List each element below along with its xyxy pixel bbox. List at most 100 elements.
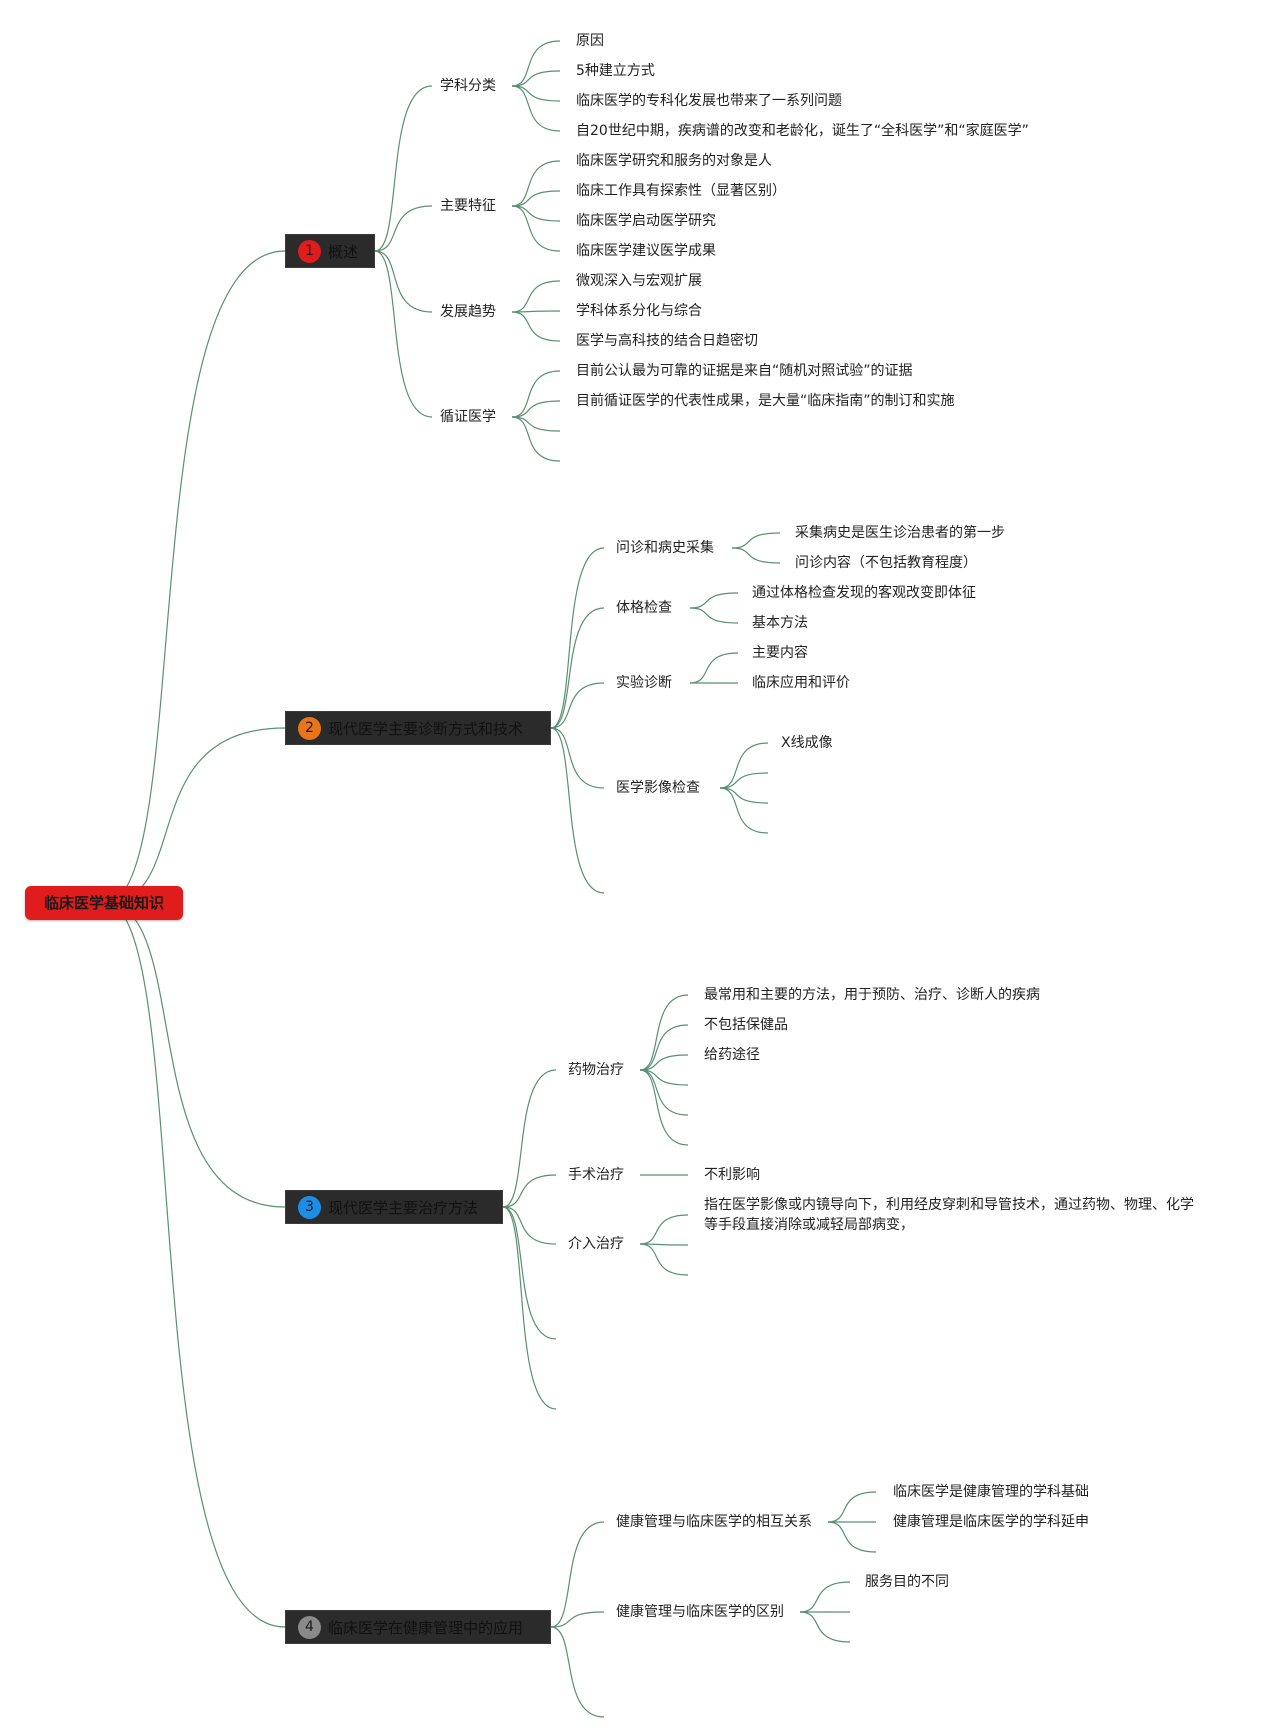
leaf-node[interactable]: 目前公认最为可靠的证据是来自“随机对照试验”的证据 [576,363,913,379]
connector-line [827,1521,877,1553]
connector-line [550,607,605,729]
connector-line [511,70,561,87]
subtopic-main-features[interactable]: 主要特征 [440,198,496,214]
subtopic-evidence-based-medicine[interactable]: 循证医学 [440,409,496,425]
topic-label: 现代医学主要诊断方式和技术 [328,720,524,738]
connector-line [511,205,561,222]
connector-line [689,592,739,609]
connector-line [639,994,689,1071]
connector-line [104,902,286,1628]
subtopic-surgical-therapy[interactable]: 手术治疗 [568,1167,624,1183]
connector-line [639,1069,689,1146]
connector-line [550,1521,605,1628]
leaf-node[interactable]: 学科体系分化与综合 [576,303,702,319]
number-badge: 3 [298,1196,321,1219]
connector-line [374,85,433,252]
connector-line [374,250,433,313]
leaf-node[interactable]: 给药途径 [704,1047,760,1063]
leaf-node[interactable]: 微观深入与宏观扩展 [576,273,702,289]
connector-line [511,370,561,418]
leaf-node[interactable]: 临床医学的专科化发展也带来了一系列问题 [576,93,842,109]
connector-line [550,727,605,894]
connector-line [104,902,286,1208]
leaf-node[interactable]: 基本方法 [752,615,808,631]
connector-line [550,547,605,729]
connector-line [689,652,739,684]
connector-line [639,1054,689,1071]
connector-line [550,727,605,789]
subtopic-history-taking[interactable]: 问诊和病史采集 [616,540,714,556]
connector-line [502,1069,557,1208]
connector-line [511,40,561,87]
subtopic-difference[interactable]: 健康管理与临床医学的区别 [616,1604,784,1620]
subtopic-interventional-therapy[interactable]: 介入治疗 [568,1236,624,1252]
leaf-node[interactable]: 原因 [576,33,604,49]
connector-line [719,787,769,804]
connector-line [719,742,769,789]
leaf-node[interactable]: 临床医学建议医学成果 [576,243,716,259]
connector-line [731,532,781,549]
leaf-node[interactable]: 5种建立方式 [576,63,655,79]
connector-line [639,1243,689,1276]
leaf-node[interactable]: 医学与高科技的结合日趋密切 [576,333,758,349]
leaf-node[interactable]: 最常用和主要的方法，用于预防、治疗、诊断人的疾病 [704,987,1040,1003]
number-badge: 4 [298,1616,321,1639]
connector-line [511,160,561,207]
connector-line [511,416,561,462]
connector-line [502,1174,557,1208]
root-node[interactable]: 临床医学基础知识 [25,886,183,920]
connector-line [719,787,769,834]
connector-line [502,1206,557,1340]
leaf-node[interactable]: 临床医学研究和服务的对象是人 [576,153,772,169]
leaf-node[interactable]: 主要内容 [752,645,808,661]
leaf-node[interactable]: 采集病史是医生诊治患者的第一步 [795,525,1005,541]
connector-line [511,205,561,252]
leaf-node[interactable]: X线成像 [781,735,833,751]
leaf-node[interactable]: 问诊内容（不包括教育程度） [795,555,977,571]
connector-line [731,547,781,564]
topic-label: 概述 [328,243,359,261]
subtopic-discipline-classification[interactable]: 学科分类 [440,78,496,94]
connector-line [719,772,769,789]
connector-line [511,311,561,342]
connector-line [374,205,433,252]
subtopic-relationship[interactable]: 健康管理与临床医学的相互关系 [616,1514,812,1530]
connector-line [639,1024,689,1071]
leaf-node[interactable]: 临床医学启动医学研究 [576,213,716,229]
connector-line [511,310,561,313]
connector-line [511,416,561,432]
connector-line [550,1611,605,1628]
leaf-node[interactable]: 自20世纪中期，疾病谱的改变和老龄化，诞生了“全科医学”和“家庭医学” [576,123,1029,139]
leaf-node[interactable]: 不包括保健品 [704,1017,788,1033]
subtopic-drug-therapy[interactable]: 药物治疗 [568,1062,624,1078]
connector-line [799,1581,851,1613]
leaf-node[interactable]: 临床医学是健康管理的学科基础 [893,1484,1089,1500]
leaf-node[interactable]: 临床工作具有探索性（显著区别） [576,183,786,199]
connector-line [511,85,561,102]
topic-diagnosis-methods[interactable]: 2 现代医学主要诊断方式和技术 [285,711,551,745]
number-badge: 1 [298,240,321,263]
connector-line [511,400,561,418]
topic-treatment-methods[interactable]: 3 现代医学主要治疗方法 [285,1190,503,1224]
leaf-node[interactable]: 不利影响 [704,1167,760,1183]
connector-line [502,1206,557,1245]
leaf-node[interactable]: 健康管理是临床医学的学科延申 [893,1514,1089,1530]
leaf-node[interactable]: 临床应用和评价 [752,675,850,691]
leaf-node[interactable]: 通过体格检查发现的客观改变即体征 [752,585,976,601]
number-badge: 2 [298,717,321,740]
connector-line [374,250,433,418]
subtopic-medical-imaging[interactable]: 医学影像检查 [616,780,700,796]
leaf-node[interactable]: 服务目的不同 [865,1574,949,1590]
subtopic-lab-diagnosis[interactable]: 实验诊断 [616,675,672,691]
leaf-node[interactable]: 指在医学影像或内镜导向下，利用经皮穿刺和导管技术，通过药物、物理、化学等手段直接… [704,1197,1194,1233]
topic-health-management[interactable]: 4 临床医学在健康管理中的应用 [285,1610,551,1644]
subtopic-physical-examination[interactable]: 体格检查 [616,600,672,616]
connector-line [511,190,561,207]
connector-line [511,280,561,313]
topic-label: 现代医学主要治疗方法 [328,1199,479,1217]
topic-overview[interactable]: 1 概述 [285,234,375,268]
subtopic-development-trends[interactable]: 发展趋势 [440,304,496,320]
connector-line [827,1491,877,1523]
leaf-node[interactable]: 目前循证医学的代表性成果，是大量“临床指南”的制订和实施 [576,393,955,409]
